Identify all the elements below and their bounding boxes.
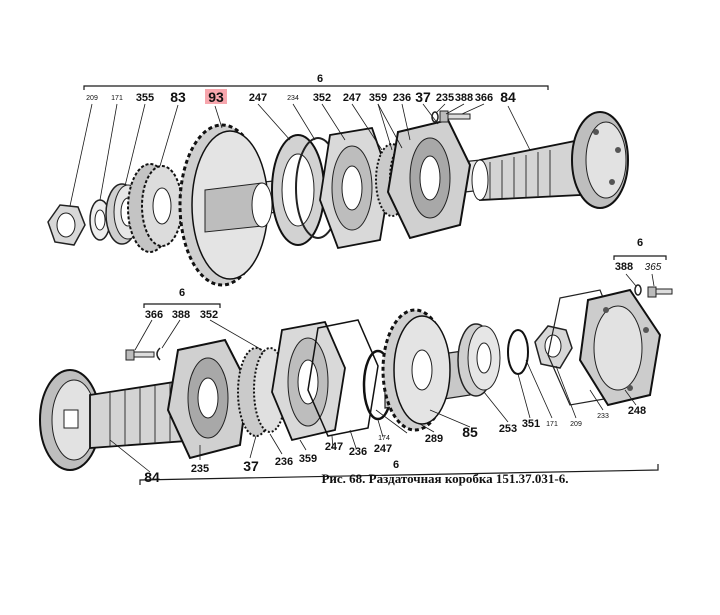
bottom-gear-85	[381, 308, 451, 432]
label-37-bottom: 37	[243, 458, 259, 474]
top-shaft-84	[471, 111, 629, 209]
top-ring-247-234	[271, 134, 341, 246]
highlight-93	[205, 89, 227, 104]
bottom-nut-209	[534, 325, 573, 369]
label-83: 83	[170, 89, 186, 105]
top-cover-37	[386, 118, 472, 240]
bottom-leader-lines	[109, 319, 637, 473]
bottom-left-group-label: 6	[179, 287, 185, 299]
label-248-bottom: 248	[628, 405, 646, 417]
label-235: 235	[436, 92, 454, 104]
label-236-bottom-b: 236	[349, 446, 367, 458]
label-247-a: 247	[249, 92, 267, 104]
bottom-bearing-253	[457, 323, 501, 397]
top-group-label: 6	[317, 73, 323, 85]
bottom-group-label: 6	[393, 459, 399, 471]
bottom-bolt-366	[125, 347, 161, 361]
label-171: 171	[111, 95, 123, 102]
right-group-bracket	[613, 255, 667, 260]
bottom-left-group-bracket	[143, 303, 221, 308]
top-leader-lines	[69, 103, 531, 207]
right-group-label: 6	[637, 237, 643, 249]
label-171-bottom: 171	[546, 421, 558, 428]
label-247-b: 247	[343, 92, 361, 104]
top-gear-83	[127, 163, 183, 253]
label-236-bottom-a: 236	[275, 456, 293, 468]
top-nut-209	[47, 204, 86, 246]
label-209: 209	[86, 95, 98, 102]
label-234: 234	[287, 95, 299, 102]
bottom-shaft-84	[39, 369, 201, 471]
label-37: 37	[415, 89, 431, 105]
label-247-bottom-b: 247	[325, 441, 343, 453]
label-366-bottom: 366	[145, 309, 163, 321]
label-388-bottom: 388	[172, 309, 190, 321]
label-236: 236	[393, 92, 411, 104]
top-plate-352	[319, 126, 391, 250]
label-359-bottom: 359	[299, 453, 317, 465]
top-group-bracket	[83, 85, 549, 90]
bottom-ring-351	[507, 329, 529, 375]
figure-caption: Рис. 68. Раздаточная коробка 151.37.031-…	[321, 471, 568, 486]
label-366: 366	[475, 92, 493, 104]
label-352: 352	[313, 92, 331, 104]
label-365-right: 365	[645, 262, 662, 273]
right-bolt-group: 6 388 365	[613, 237, 673, 298]
label-209-bottom: 209	[570, 421, 582, 428]
top-assembly: 6	[47, 73, 629, 287]
label-351-bottom: 351	[522, 418, 540, 430]
label-388-right: 388	[615, 261, 633, 273]
label-253-bottom: 253	[499, 423, 517, 435]
bottom-part-labels: 366 388 352 84 235 37 236 359 247 236 17…	[144, 309, 646, 485]
label-174-bottom: 174	[378, 435, 390, 442]
top-washer-171	[89, 199, 111, 241]
label-85-bottom: 85	[462, 424, 478, 440]
bottom-group-bracket	[139, 464, 659, 485]
top-gear-93	[178, 123, 273, 287]
label-359: 359	[369, 92, 387, 104]
bottom-cover-235	[166, 338, 250, 460]
label-289-bottom: 289	[425, 433, 443, 445]
label-233-bottom: 233	[597, 413, 609, 420]
top-bolt-366	[431, 110, 471, 123]
bottom-assembly: 6 6	[39, 287, 662, 485]
bottom-cover-248	[578, 288, 662, 407]
label-388: 388	[455, 92, 473, 104]
label-93: 93	[208, 89, 224, 105]
label-355: 355	[136, 92, 154, 104]
label-235-bottom: 235	[191, 463, 209, 475]
label-84: 84	[500, 89, 516, 105]
label-84-bottom: 84	[144, 469, 160, 485]
label-247-bottom-a: 247	[374, 443, 392, 455]
top-part-labels: 209 171 355 83 93 247 234 352 247 359 23…	[86, 89, 516, 105]
bottom-plate-236	[271, 319, 379, 442]
label-352-bottom: 352	[200, 309, 218, 321]
